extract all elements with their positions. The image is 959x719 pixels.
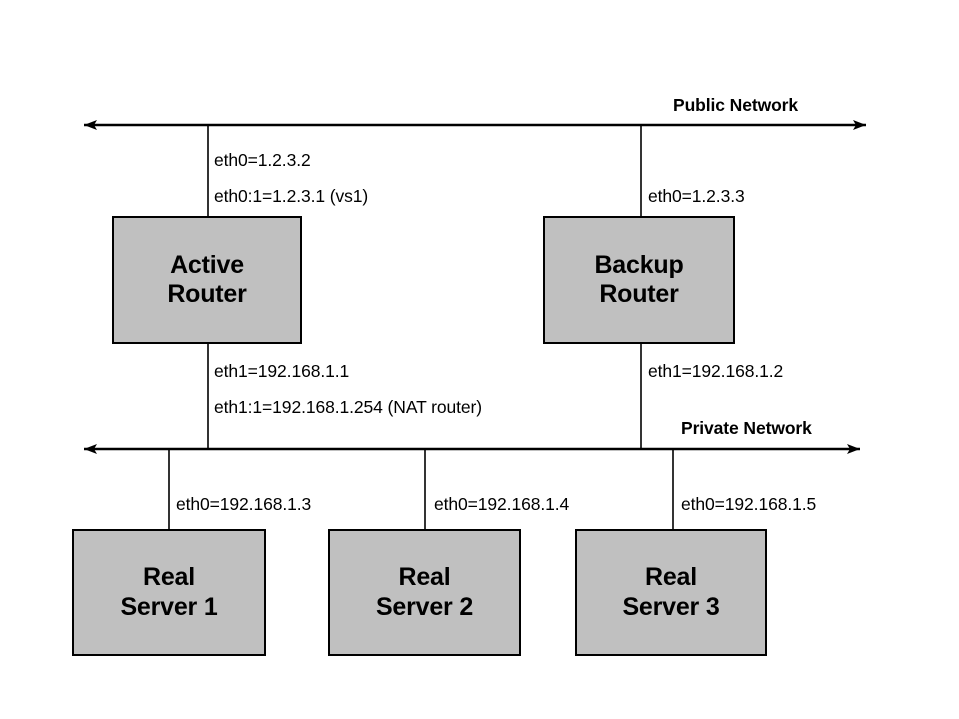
real-server-1-eth0-label: eth0=192.168.1.3: [176, 494, 312, 514]
active-router-eth1-label: eth1=192.168.1.1: [214, 361, 350, 381]
active-router-eth1-1-label: eth1:1=192.168.1.254 (NAT router): [214, 397, 482, 417]
real-server-2-eth0-label: eth0=192.168.1.4: [434, 494, 570, 514]
backup-router-label-line1: Backup: [594, 250, 684, 279]
private-network-label: Private Network: [681, 418, 812, 438]
real-server-3-label-line2: Server 3: [622, 592, 720, 621]
real-server-3-eth0-label: eth0=192.168.1.5: [681, 494, 817, 514]
backup-router-eth1-label: eth1=192.168.1.2: [648, 361, 784, 381]
active-router-eth0-label: eth0=1.2.3.2: [214, 150, 311, 170]
backup-router-box[interactable]: Backup Router: [543, 216, 735, 344]
active-router-eth0-1-label: eth0:1=1.2.3.1 (vs1): [214, 186, 369, 206]
real-server-2-label-line2: Server 2: [375, 592, 474, 621]
public-network-label: Public Network: [673, 95, 799, 115]
real-server-2-box[interactable]: Real Server 2: [328, 529, 521, 656]
active-router-label-line1: Active: [170, 250, 244, 279]
real-server-1-label-line1: Real: [142, 563, 195, 591]
active-router-label-line2: Router: [167, 280, 247, 308]
real-server-3-label-line1: Real: [644, 563, 697, 591]
real-server-1-label-line2: Server 1: [120, 592, 218, 621]
backup-router-eth0-label: eth0=1.2.3.3: [648, 186, 745, 206]
real-server-3-box[interactable]: Real Server 3: [575, 529, 767, 656]
active-router-box[interactable]: Active Router: [112, 216, 302, 344]
real-server-2-label-line1: Real: [398, 563, 451, 591]
real-server-1-box[interactable]: Real Server 1: [72, 529, 266, 656]
backup-router-label-line2: Router: [599, 280, 679, 308]
